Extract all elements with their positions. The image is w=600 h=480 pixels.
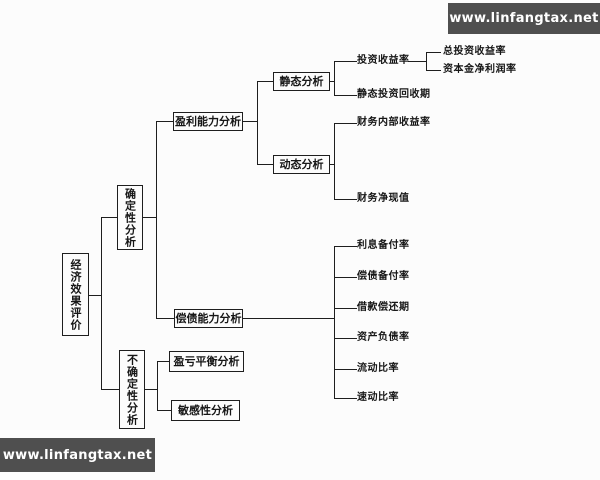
connector-line: [334, 61, 357, 62]
connector-line: [334, 277, 357, 278]
node-breakeven-analysis: 盈亏平衡分析: [169, 351, 244, 372]
node-uncertainty-analysis: 不确定性分析: [119, 350, 145, 429]
node-profitability-analysis: 盈利能力分析: [173, 112, 243, 131]
leaf-asset-liability-ratio: 资产负债率: [357, 332, 410, 343]
connector-line: [334, 369, 357, 370]
leaf-loan-repayment-period: 借款偿还期: [357, 302, 410, 313]
leaf-interest-coverage-ratio: 利息备付率: [357, 240, 410, 251]
connector-line: [334, 246, 335, 399]
connector-line: [157, 361, 170, 362]
connector-line: [257, 81, 258, 165]
connector-line: [157, 410, 172, 411]
connector-line: [101, 389, 120, 390]
connector-line: [426, 52, 427, 71]
connector-line: [329, 81, 335, 82]
connector-line: [242, 318, 335, 319]
leaf-debt-service-coverage-ratio: 偿债备付率: [357, 271, 410, 282]
connector-line: [334, 61, 335, 96]
node-static-analysis: 静态分析: [273, 72, 330, 91]
node-economic-effect-evaluation: 经济效果评价: [62, 253, 89, 336]
connector-line: [156, 121, 174, 122]
connector-line: [408, 61, 426, 62]
connector-line: [156, 318, 175, 319]
connector-line: [242, 121, 258, 122]
connector-line: [88, 295, 101, 296]
watermark-top-right: www.linfangtax.net: [448, 3, 600, 34]
connector-line: [334, 338, 357, 339]
connector-line: [334, 123, 335, 200]
leaf-investment-return-rate: 投资收益率: [357, 55, 410, 66]
watermark-bottom-left: www.linfangtax.net: [0, 438, 155, 472]
leaf-financial-net-present-value: 财务净现值: [357, 193, 410, 204]
connector-line: [142, 217, 157, 218]
node-solvency-analysis: 偿债能力分析: [174, 309, 243, 328]
connector-line: [334, 308, 357, 309]
connector-line: [334, 246, 357, 247]
connector-line: [257, 164, 274, 165]
connector-line: [329, 164, 335, 165]
connector-line: [426, 70, 441, 71]
node-dynamic-analysis: 动态分析: [273, 155, 330, 174]
connector-line: [156, 121, 157, 319]
node-sensitivity-analysis: 敏感性分析: [171, 400, 240, 421]
leaf-capital-net-profit-rate: 资本金净利润率: [443, 64, 517, 75]
connector-line: [157, 361, 158, 411]
connector-line: [334, 199, 357, 200]
connector-line: [334, 123, 357, 124]
connector-line: [426, 52, 441, 53]
connector-line: [101, 217, 102, 390]
connector-line: [257, 81, 274, 82]
leaf-financial-internal-rate-of-return: 财务内部收益率: [357, 117, 431, 128]
connector-line: [334, 398, 357, 399]
connector-line: [101, 217, 118, 218]
leaf-current-ratio: 流动比率: [357, 363, 399, 374]
connector-line: [144, 389, 158, 390]
connector-line: [334, 95, 357, 96]
leaf-quick-ratio: 速动比率: [357, 392, 399, 403]
node-certainty-analysis: 确定性分析: [117, 185, 143, 250]
leaf-total-investment-return-rate: 总投资收益率: [443, 46, 506, 57]
leaf-static-payback-period: 静态投资回收期: [357, 89, 431, 100]
